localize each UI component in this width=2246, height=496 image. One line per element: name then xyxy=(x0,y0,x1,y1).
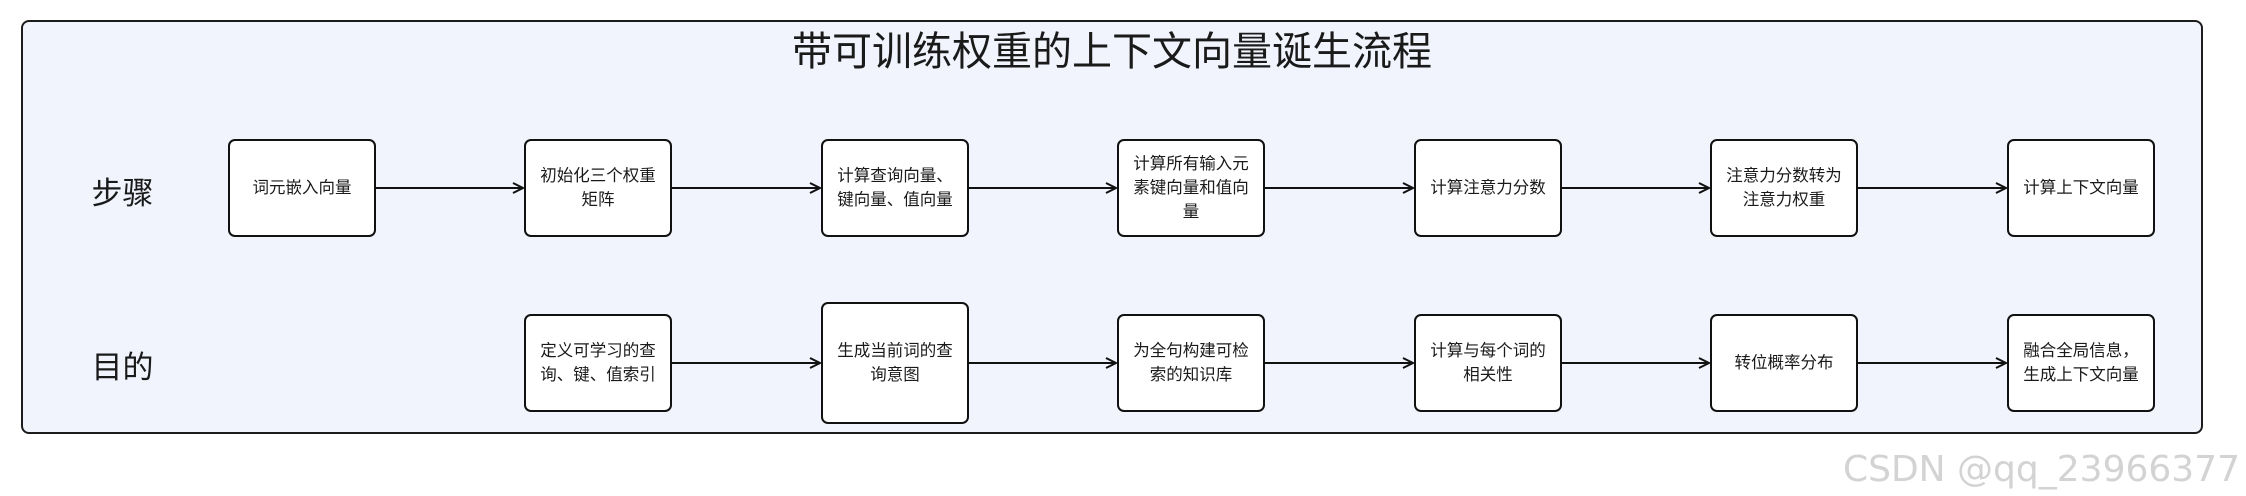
watermark-text: CSDN @qq_23966377 xyxy=(1842,449,2240,490)
purpose-node-6-label: 融合全局信息，生成上下文向量 xyxy=(2023,341,2139,384)
step-node-7: 计算上下文向量 xyxy=(2007,139,2155,237)
step-node-1-label: 词元嵌入向量 xyxy=(252,178,352,197)
step-node-7-label: 计算上下文向量 xyxy=(2023,178,2139,197)
step-node-3: 计算查询向量、键向量、值向量 xyxy=(821,139,969,237)
step-node-1: 词元嵌入向量 xyxy=(228,139,376,237)
purpose-node-5: 转位概率分布 xyxy=(1710,314,1858,412)
step-node-6: 注意力分数转为注意力权重 xyxy=(1710,139,1858,237)
purpose-node-4-label: 计算与每个词的相关性 xyxy=(1430,341,1546,384)
step-node-4-label: 计算所有输入元素键向量和值向量 xyxy=(1133,154,1249,221)
purpose-node-1: 定义可学习的查询、键、值索引 xyxy=(524,314,672,412)
purpose-node-2: 生成当前词的查询意图 xyxy=(821,302,969,424)
step-node-2: 初始化三个权重矩阵 xyxy=(524,139,672,237)
purpose-node-2-label: 生成当前词的查询意图 xyxy=(837,341,953,384)
purpose-node-4: 计算与每个词的相关性 xyxy=(1414,314,1562,412)
purpose-node-6: 融合全局信息，生成上下文向量 xyxy=(2007,314,2155,412)
step-node-5-label: 计算注意力分数 xyxy=(1430,178,1546,197)
row-label-steps: 步骤 xyxy=(91,176,154,212)
step-node-2-label: 初始化三个权重矩阵 xyxy=(540,166,656,209)
purpose-node-3-label: 为全句构建可检索的知识库 xyxy=(1133,341,1249,384)
purpose-node-3: 为全句构建可检索的知识库 xyxy=(1117,314,1265,412)
step-node-5: 计算注意力分数 xyxy=(1414,139,1562,237)
step-node-6-label: 注意力分数转为注意力权重 xyxy=(1726,166,1842,209)
diagram-title: 带可训练权重的上下文向量诞生流程 xyxy=(792,29,1432,75)
step-node-3-label: 计算查询向量、键向量、值向量 xyxy=(837,166,953,209)
purpose-node-1-label: 定义可学习的查询、键、值索引 xyxy=(540,341,656,384)
purpose-node-5-label: 转位概率分布 xyxy=(1734,353,1834,372)
step-node-4: 计算所有输入元素键向量和值向量 xyxy=(1117,139,1265,237)
row-label-purpose: 目的 xyxy=(91,350,154,386)
